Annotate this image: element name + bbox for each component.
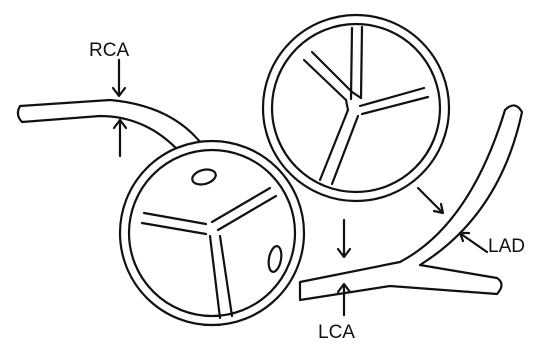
rca-label: RCA <box>89 40 129 61</box>
lad-label: LAD <box>488 236 525 257</box>
lca-label: LCA <box>318 322 355 343</box>
upper-valve <box>263 15 449 201</box>
lower-valve <box>120 141 304 325</box>
